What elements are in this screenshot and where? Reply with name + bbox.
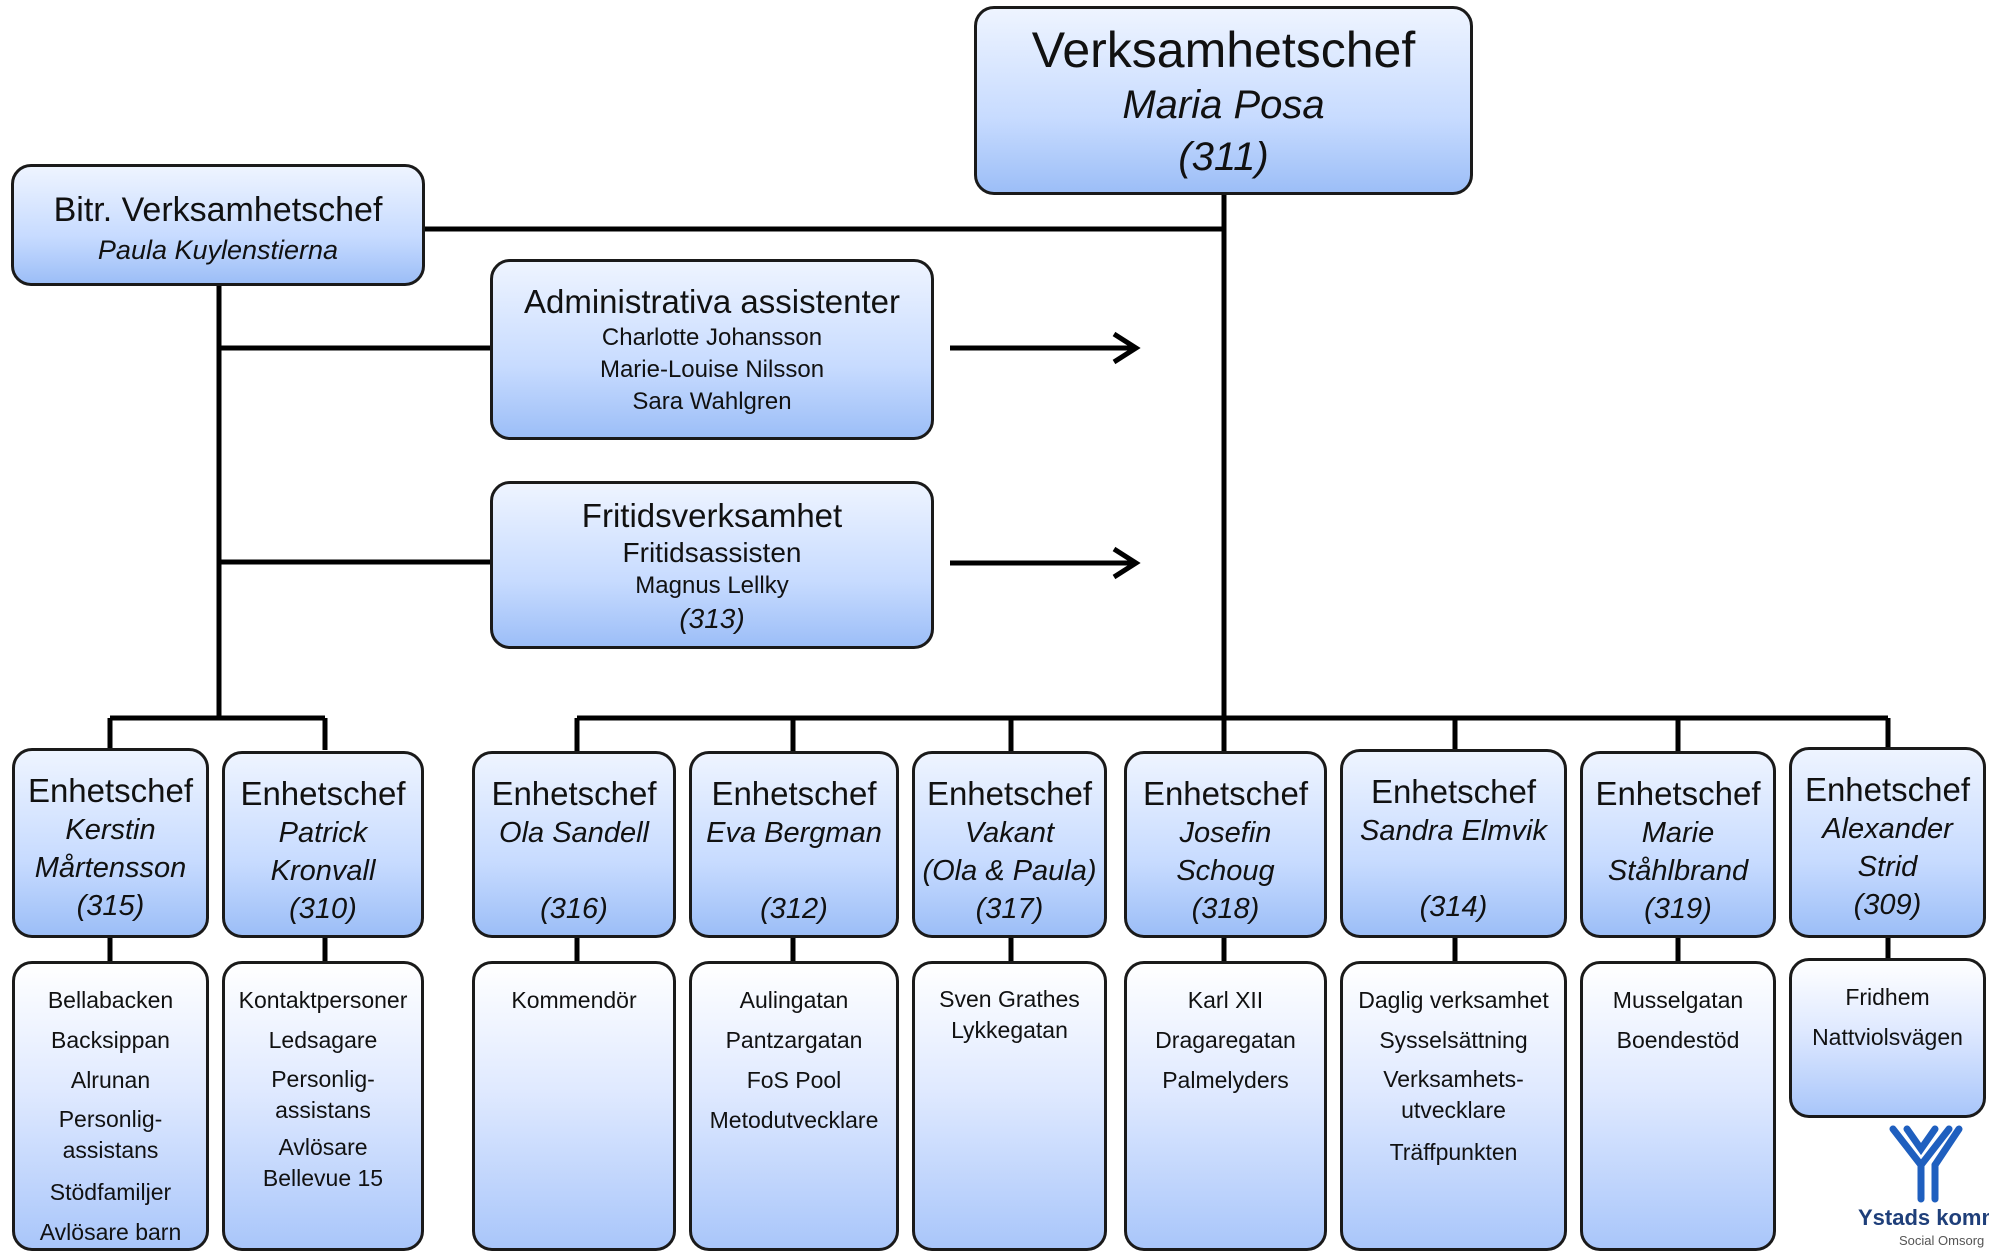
unit-code: (310) bbox=[289, 893, 357, 925]
responsibility-item: Avlösare barn bbox=[39, 1219, 182, 1245]
unit-code: (318) bbox=[1191, 893, 1260, 925]
responsibility-item: Fridhem bbox=[1845, 984, 1930, 1010]
responsibility-item: Boendestöd bbox=[1616, 1027, 1740, 1053]
responsibility-item: Metodutvecklare bbox=[709, 1107, 879, 1133]
responsibility-item: Alrunan bbox=[70, 1067, 151, 1093]
unit-manager-name: Eva Bergman bbox=[706, 817, 882, 849]
responsibility-item: Personlig- assistans bbox=[271, 1066, 375, 1123]
responsibility-item: Träffpunkten bbox=[1389, 1139, 1518, 1165]
responsibility-item: Personlig- assistans bbox=[58, 1106, 163, 1163]
unit-responsibilities-box: Sven Grathes Lykkegatan bbox=[912, 961, 1107, 1251]
unit-manager-name: Vakant (Ola & Paula) bbox=[922, 817, 1097, 887]
top-manager-name: Maria Posa bbox=[1122, 83, 1325, 127]
logo-subtitle: Social Omsorg bbox=[1899, 1233, 1985, 1248]
responsibility-item: Kommendör bbox=[511, 987, 637, 1013]
unit-responsibilities-box: Kommendör bbox=[472, 961, 676, 1251]
unit-code: (319) bbox=[1644, 893, 1712, 925]
logo-name: Ystads komm bbox=[1858, 1205, 1989, 1230]
responsibility-item: Dragaregatan bbox=[1155, 1027, 1296, 1053]
admin-person: Marie-Louise Nilsson bbox=[599, 356, 825, 383]
responsibility-item: Verksamhets- utvecklare bbox=[1383, 1066, 1524, 1123]
responsibility-item: Stödfamiljer bbox=[49, 1179, 172, 1205]
responsibility-item: Kontaktpersoner bbox=[238, 987, 408, 1013]
responsibility-item: Ledsagare bbox=[268, 1027, 378, 1053]
unit-title: Enhetschef bbox=[1142, 775, 1309, 812]
unit-code: (309) bbox=[1853, 889, 1922, 921]
unit-title: Enhetschef bbox=[926, 775, 1093, 812]
responsibility-item: Backsippan bbox=[51, 1027, 170, 1053]
responsibility-item: Bellabacken bbox=[47, 987, 174, 1013]
unit-manager-name: Sandra Elmvik bbox=[1360, 815, 1547, 847]
leisure-role: Fritidsassisten bbox=[622, 537, 802, 568]
responsibility-item: Sven Grathes Lykkegatan bbox=[939, 986, 1080, 1043]
unit-code: (312) bbox=[760, 893, 828, 925]
ystad-logo: Ystads komm Social Omsorg bbox=[1855, 1125, 1989, 1251]
unit-title: Enhetschef bbox=[711, 775, 877, 812]
responsibility-item: FoS Pool bbox=[746, 1067, 842, 1093]
responsibility-item: Daglig verksamhet bbox=[1358, 987, 1549, 1013]
unit-title: Enhetschef bbox=[491, 775, 657, 812]
admin-assistants-box: Administrativa assistenter Charlotte Joh… bbox=[490, 259, 934, 440]
unit-code: (316) bbox=[540, 893, 608, 925]
unit-manager-name: Marie Ståhlbrand bbox=[1607, 817, 1749, 887]
unit-code: (315) bbox=[76, 890, 145, 922]
unit-code: (317) bbox=[975, 893, 1044, 925]
unit-title: Enhetschef bbox=[27, 772, 194, 809]
leisure-title: Fritidsverksamhet bbox=[581, 497, 843, 534]
unit-manager-name: Alexander Strid bbox=[1822, 813, 1953, 883]
unit-manager-name: Josefin Schoug bbox=[1176, 817, 1275, 887]
responsibility-item: Nattviolsvägen bbox=[1812, 1024, 1963, 1050]
ystad-logo-icon bbox=[1889, 1125, 1963, 1203]
top-manager-code: (311) bbox=[1178, 135, 1269, 179]
unit-title: Enhetschef bbox=[240, 775, 406, 812]
responsibility-item: Sysselsättning bbox=[1379, 1027, 1528, 1053]
unit-title: Enhetschef bbox=[1804, 771, 1971, 808]
responsibility-item: Pantzargatan bbox=[725, 1027, 863, 1053]
admin-person: Charlotte Johansson bbox=[601, 324, 823, 351]
responsibility-item: Aulingatan bbox=[739, 987, 849, 1013]
leisure-code: (313) bbox=[679, 603, 745, 634]
leisure-activity-box: Fritidsverksamhet Fritidsassisten Magnus… bbox=[490, 481, 934, 649]
unit-manager-name: Ola Sandell bbox=[499, 817, 649, 849]
vice-manager-name: Paula Kuylenstierna bbox=[97, 235, 339, 265]
responsibility-item: Musselgatan bbox=[1612, 987, 1744, 1013]
unit-title: Enhetschef bbox=[1370, 773, 1537, 810]
responsibility-item: Avlösare Bellevue 15 bbox=[262, 1134, 384, 1191]
vice-manager-box: Bitr. Verksamhetschef Paula Kuylenstiern… bbox=[11, 164, 425, 286]
unit-manager-name: Patrick Kronvall bbox=[270, 817, 376, 887]
vice-manager-title: Bitr. Verksamhetschef bbox=[53, 191, 383, 229]
admin-person: Sara Wahlgren bbox=[632, 388, 792, 415]
unit-title: Enhetschef bbox=[1595, 775, 1761, 812]
leisure-person: Magnus Lellky bbox=[635, 572, 789, 599]
admin-title: Administrativa assistenter bbox=[524, 283, 900, 320]
unit-manager-name: Kerstin Mårtensson bbox=[34, 814, 187, 884]
responsibility-item: Palmelyders bbox=[1162, 1067, 1289, 1093]
top-manager-title: Verksamhetschef bbox=[1031, 22, 1416, 78]
responsibility-item: Karl XII bbox=[1187, 987, 1264, 1013]
top-manager-box: Verksamhetschef Maria Posa (311) bbox=[974, 6, 1473, 195]
unit-code: (314) bbox=[1419, 891, 1488, 923]
